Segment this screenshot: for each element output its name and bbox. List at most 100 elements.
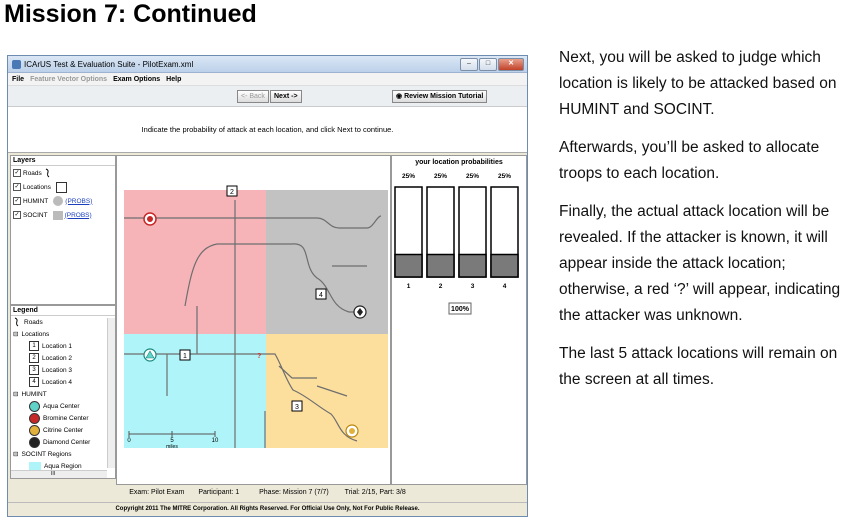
status-trial: Trial: 2/15, Part: 3/8 [344, 489, 406, 496]
locations-checkbox[interactable]: ✓ [13, 183, 21, 191]
probability-value-4: 25% [498, 173, 511, 180]
legend-label: Citrine Center [43, 426, 84, 434]
socint-square-icon [52, 210, 63, 220]
review-tutorial-button[interactable]: ◉ Review Mission Tutorial [392, 90, 488, 103]
probability-fill-2 [426, 253, 455, 278]
note-paragraph: Next, you will be asked to judge which l… [559, 49, 837, 118]
probability-fill-3 [458, 253, 487, 278]
socint-checkbox[interactable]: ✓ [13, 211, 21, 219]
probability-label-3: 3 [471, 283, 475, 290]
app-window: ICArUS Test & Evaluation Suite - PilotEx… [7, 55, 528, 517]
legend-title: Legend [11, 306, 115, 316]
note-paragraph: Finally, the actual attack location will… [559, 203, 841, 324]
legend-roads: Roads [11, 316, 115, 328]
menu-bar: File Feature Vector Options Exam Options… [8, 73, 527, 86]
legend-label: Location 1 [42, 342, 72, 350]
location-3-icon: 3 [29, 365, 39, 375]
location-2-label: 2 [230, 189, 234, 196]
bromine-center-dot [147, 216, 153, 222]
legend-humint: ⊟HUMINT [11, 388, 115, 400]
layer-roads[interactable]: ✓ Roads [11, 166, 115, 180]
citrine-center-icon [29, 424, 40, 436]
legend-diamond-center: Diamond Center [11, 436, 115, 448]
close-icon[interactable]: ✕ [498, 58, 524, 71]
location-3-label: 3 [295, 404, 299, 411]
window-titlebar: ICArUS Test & Evaluation Suite - PilotEx… [8, 56, 527, 73]
legend-label: Diamond Center [43, 438, 91, 446]
location-box-icon [55, 181, 67, 193]
legend-locations: ⊟Locations [11, 328, 115, 340]
maximize-icon[interactable]: □ [479, 58, 497, 71]
scale-label-10: 10 [212, 438, 219, 444]
legend-horizontal-scrollbar[interactable]: III [11, 470, 107, 478]
humint-checkbox[interactable]: ✓ [13, 197, 21, 205]
roads-checkbox[interactable]: ✓ [13, 169, 21, 177]
location-1-marker[interactable] [179, 349, 191, 361]
map-canvas[interactable]: 2 4 1 3 ? [117, 156, 407, 482]
probability-label-2: 2 [439, 283, 443, 290]
legend-label: Roads [24, 318, 43, 326]
legend-label: Aqua Center [43, 402, 80, 410]
note-paragraph: Afterwards, you’ll be asked to allocate … [559, 139, 820, 182]
collapse-icon[interactable]: ⊟ [13, 391, 19, 398]
location-4-marker[interactable] [315, 288, 327, 300]
location-2-icon: 2 [29, 353, 39, 363]
aqua-region-icon [29, 462, 41, 470]
scale-label-5: 5 [170, 438, 174, 444]
menu-exam-options[interactable]: Exam Options [113, 75, 161, 83]
citrine-region [266, 334, 407, 448]
probability-bars[interactable]: 25%125%225%325%4 100% [392, 166, 524, 316]
collapse-icon[interactable]: ⊟ [13, 331, 19, 338]
aqua-center-glyph [145, 350, 155, 359]
minimize-icon[interactable]: – [460, 58, 478, 71]
slide-title: Mission 7: Continued [4, 0, 257, 28]
location-1-label: 1 [183, 353, 187, 360]
layer-socint[interactable]: ✓ SOCINT (PROBS) [11, 208, 115, 222]
diamond-region [266, 190, 407, 334]
probability-value-2: 25% [434, 173, 447, 180]
probability-total-box [448, 302, 472, 315]
roads [124, 200, 382, 448]
map-panel[interactable]: 2 4 1 3 ? [116, 155, 407, 485]
collapse-icon[interactable]: ⊟ [13, 451, 19, 458]
probability-value-1: 25% [402, 173, 415, 180]
probability-label-1: 1 [407, 283, 411, 290]
location-2-marker[interactable] [226, 185, 238, 197]
layer-locations[interactable]: ✓ Locations [11, 180, 115, 194]
legend-label: Location 3 [42, 366, 72, 374]
probability-title: your location probabilities [415, 159, 503, 166]
probability-label-4: 4 [503, 283, 507, 290]
next-button[interactable]: Next -> [270, 90, 302, 103]
humint-probs-link[interactable]: (PROBS) [65, 197, 93, 205]
menu-file[interactable]: File [12, 75, 25, 83]
back-button[interactable]: <- Back [237, 90, 269, 103]
location-1-icon: 1 [29, 341, 39, 351]
legend-citrine-center: Citrine Center [11, 424, 115, 436]
status-phase: Phase: Mission 7 (7/7) [259, 489, 329, 496]
socint-probs-link[interactable]: (PROBS) [64, 211, 92, 219]
location-3-marker[interactable] [291, 400, 303, 412]
layer-label: Roads [23, 169, 42, 177]
layer-humint[interactable]: ✓ HUMINT (PROBS) [11, 194, 115, 208]
window-title: ICArUS Test & Evaluation Suite - PilotEx… [24, 59, 194, 69]
legend-label: Location 2 [42, 354, 72, 362]
legend-label: Aqua Region [44, 462, 82, 470]
probability-panel: your location probabilities 25% 1 25% 2 25% 3… [391, 155, 527, 485]
instruction-text: Indicate the probability of attack at ea… [8, 107, 527, 153]
probability-total: 100% [451, 306, 470, 313]
menu-feature-vector-options[interactable]: Feature Vector Options [30, 75, 108, 83]
legend-aqua-region: Aqua Region [11, 460, 115, 472]
legend-label: Bromine Center [43, 414, 89, 422]
legend-vertical-scrollbar[interactable] [107, 318, 115, 468]
scale-label-0: 0 [127, 438, 131, 444]
layer-label: HUMINT [23, 197, 49, 205]
humint-circle-icon [53, 196, 64, 206]
menu-help[interactable]: Help [166, 75, 182, 83]
probability-fill-4 [490, 253, 519, 278]
legend-label: Location 4 [42, 378, 72, 386]
